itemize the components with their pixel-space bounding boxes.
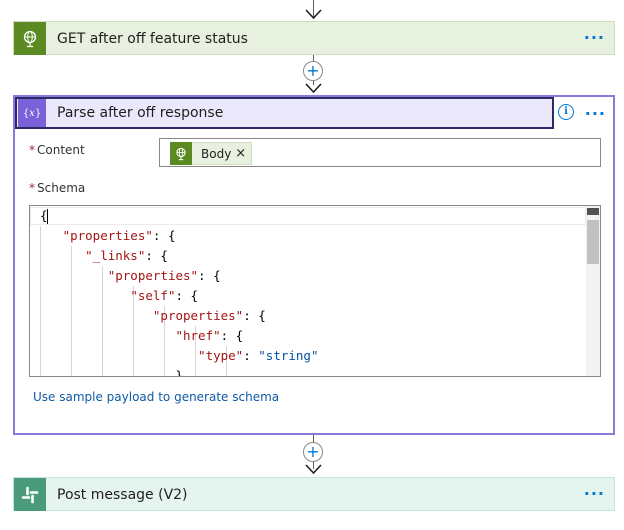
action-card-parse-json[interactable]: {𝑥} Parse after off response i ··· *Cont… [13, 95, 615, 435]
text-caret [47, 209, 48, 224]
arrow-down-icon [305, 9, 322, 20]
more-options-button[interactable]: ··· [583, 28, 605, 47]
parse-card-header[interactable]: {𝑥} Parse after off response [15, 97, 554, 129]
schema-label: *Schema [29, 181, 86, 195]
arrow-down-icon [305, 83, 322, 94]
token-label: Body [201, 146, 232, 161]
code-line: "properties": { [62, 228, 176, 243]
json-key: "href" [175, 328, 221, 343]
json-key: "properties" [62, 228, 153, 243]
json-key: "properties" [152, 308, 244, 323]
schema-editor[interactable]: { "properties": { "_links": { "propertie… [29, 205, 601, 377]
globe-icon [14, 22, 46, 55]
indent-guide [195, 326, 196, 376]
code-line: "properties": { [152, 308, 266, 323]
json-key: "type" [198, 348, 244, 363]
connector-line-top [313, 0, 314, 18]
code-area[interactable]: { "properties": { "_links": { "propertie… [30, 206, 586, 376]
indent-guide [40, 226, 41, 376]
code-line: } [175, 368, 183, 377]
action-card-post-message[interactable]: Post message (V2) ··· [13, 477, 615, 511]
json-key: "self" [130, 288, 176, 303]
braces-variable-icon: {𝑥} [18, 99, 46, 127]
insert-step-button[interactable]: + [303, 61, 323, 81]
code-line: "_links": { [85, 248, 168, 263]
indent-guide [133, 286, 134, 376]
code-line: "self": { [130, 288, 199, 303]
scrollbar-thumb[interactable] [587, 220, 599, 264]
indent-guide [164, 306, 165, 376]
current-line-highlight [30, 207, 586, 225]
use-sample-payload-link[interactable]: Use sample payload to generate schema [33, 390, 280, 404]
indent-guide [226, 346, 227, 376]
content-input[interactable]: Body × [159, 138, 601, 167]
code-line: "properties": { [107, 268, 221, 283]
json-string-value: "string" [258, 348, 319, 363]
code-line: "type": "string" [198, 348, 319, 363]
json-key: "properties" [107, 268, 199, 283]
scrollbar-cursor-mark [587, 208, 599, 215]
action-title: Parse after off response [57, 105, 224, 121]
indent-guide [102, 266, 103, 376]
indent-guide [71, 246, 72, 376]
dynamic-content-token[interactable]: Body × [170, 142, 253, 165]
slack-icon [14, 478, 46, 511]
action-card-get-status[interactable]: GET after off feature status ··· [13, 21, 615, 55]
more-options-button[interactable]: ··· [583, 484, 605, 503]
vertical-scrollbar[interactable] [586, 206, 600, 376]
arrow-down-icon [305, 464, 322, 475]
code-line: { [40, 208, 48, 223]
token-remove-icon[interactable]: × [235, 146, 247, 161]
more-options-button[interactable]: ··· [584, 104, 606, 123]
action-title: Post message (V2) [57, 486, 188, 503]
json-key: "_links" [85, 248, 146, 263]
action-title: GET after off feature status [57, 30, 248, 47]
insert-step-button[interactable]: + [303, 442, 323, 462]
code-line: "href": { [175, 328, 244, 343]
globe-icon [170, 142, 192, 165]
content-label: *Content [29, 143, 85, 157]
info-icon[interactable]: i [558, 104, 574, 120]
